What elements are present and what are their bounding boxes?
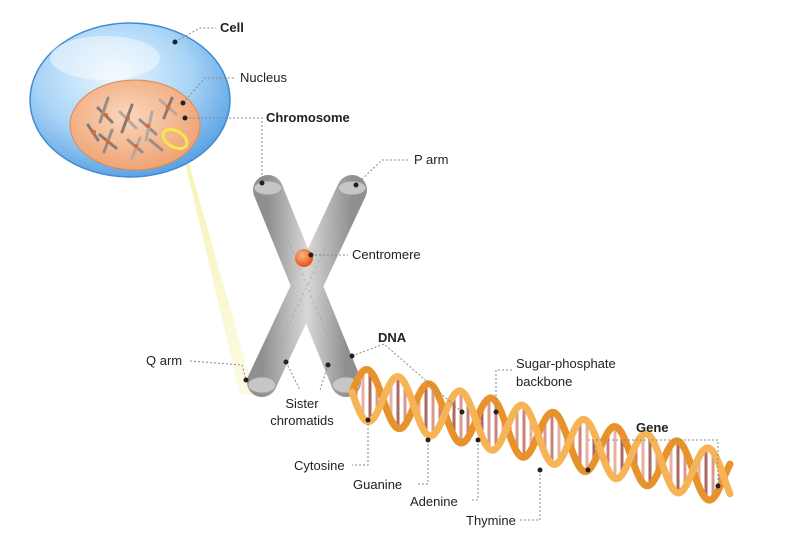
zoom-beam [178,132,255,395]
label-gene: Gene [636,420,669,435]
leader-dots [172,39,721,489]
label-cytosine: Cytosine [294,458,345,473]
label-thymine: Thymine [466,513,516,528]
label-sugar-phosphate-line1: Sugar-phosphate [516,356,616,371]
label-sugar-phosphate-line2: backbone [516,374,573,389]
label-cell: Cell [220,20,244,35]
label-centromere: Centromere [352,247,421,262]
label-adenine: Adenine [410,494,458,509]
highlighted-chromosome-ring [161,128,189,150]
label-sister-line1: Sister [285,396,319,411]
label-chromosome: Chromosome [266,110,350,125]
label-sister-line2: chromatids [270,413,334,428]
label-guanine: Guanine [353,477,403,492]
centromere-dot [295,249,313,267]
label-dna: DNA [378,330,407,345]
label-nucleus: Nucleus [240,70,287,85]
cell-highlight [50,36,160,80]
label-q-arm: Q arm [146,353,183,368]
leader-lines [174,27,719,521]
chromosome [247,175,367,397]
dna-double-helix [348,365,734,504]
nucleus-chromosomes [86,96,178,160]
label-p-arm: P arm [414,152,449,167]
